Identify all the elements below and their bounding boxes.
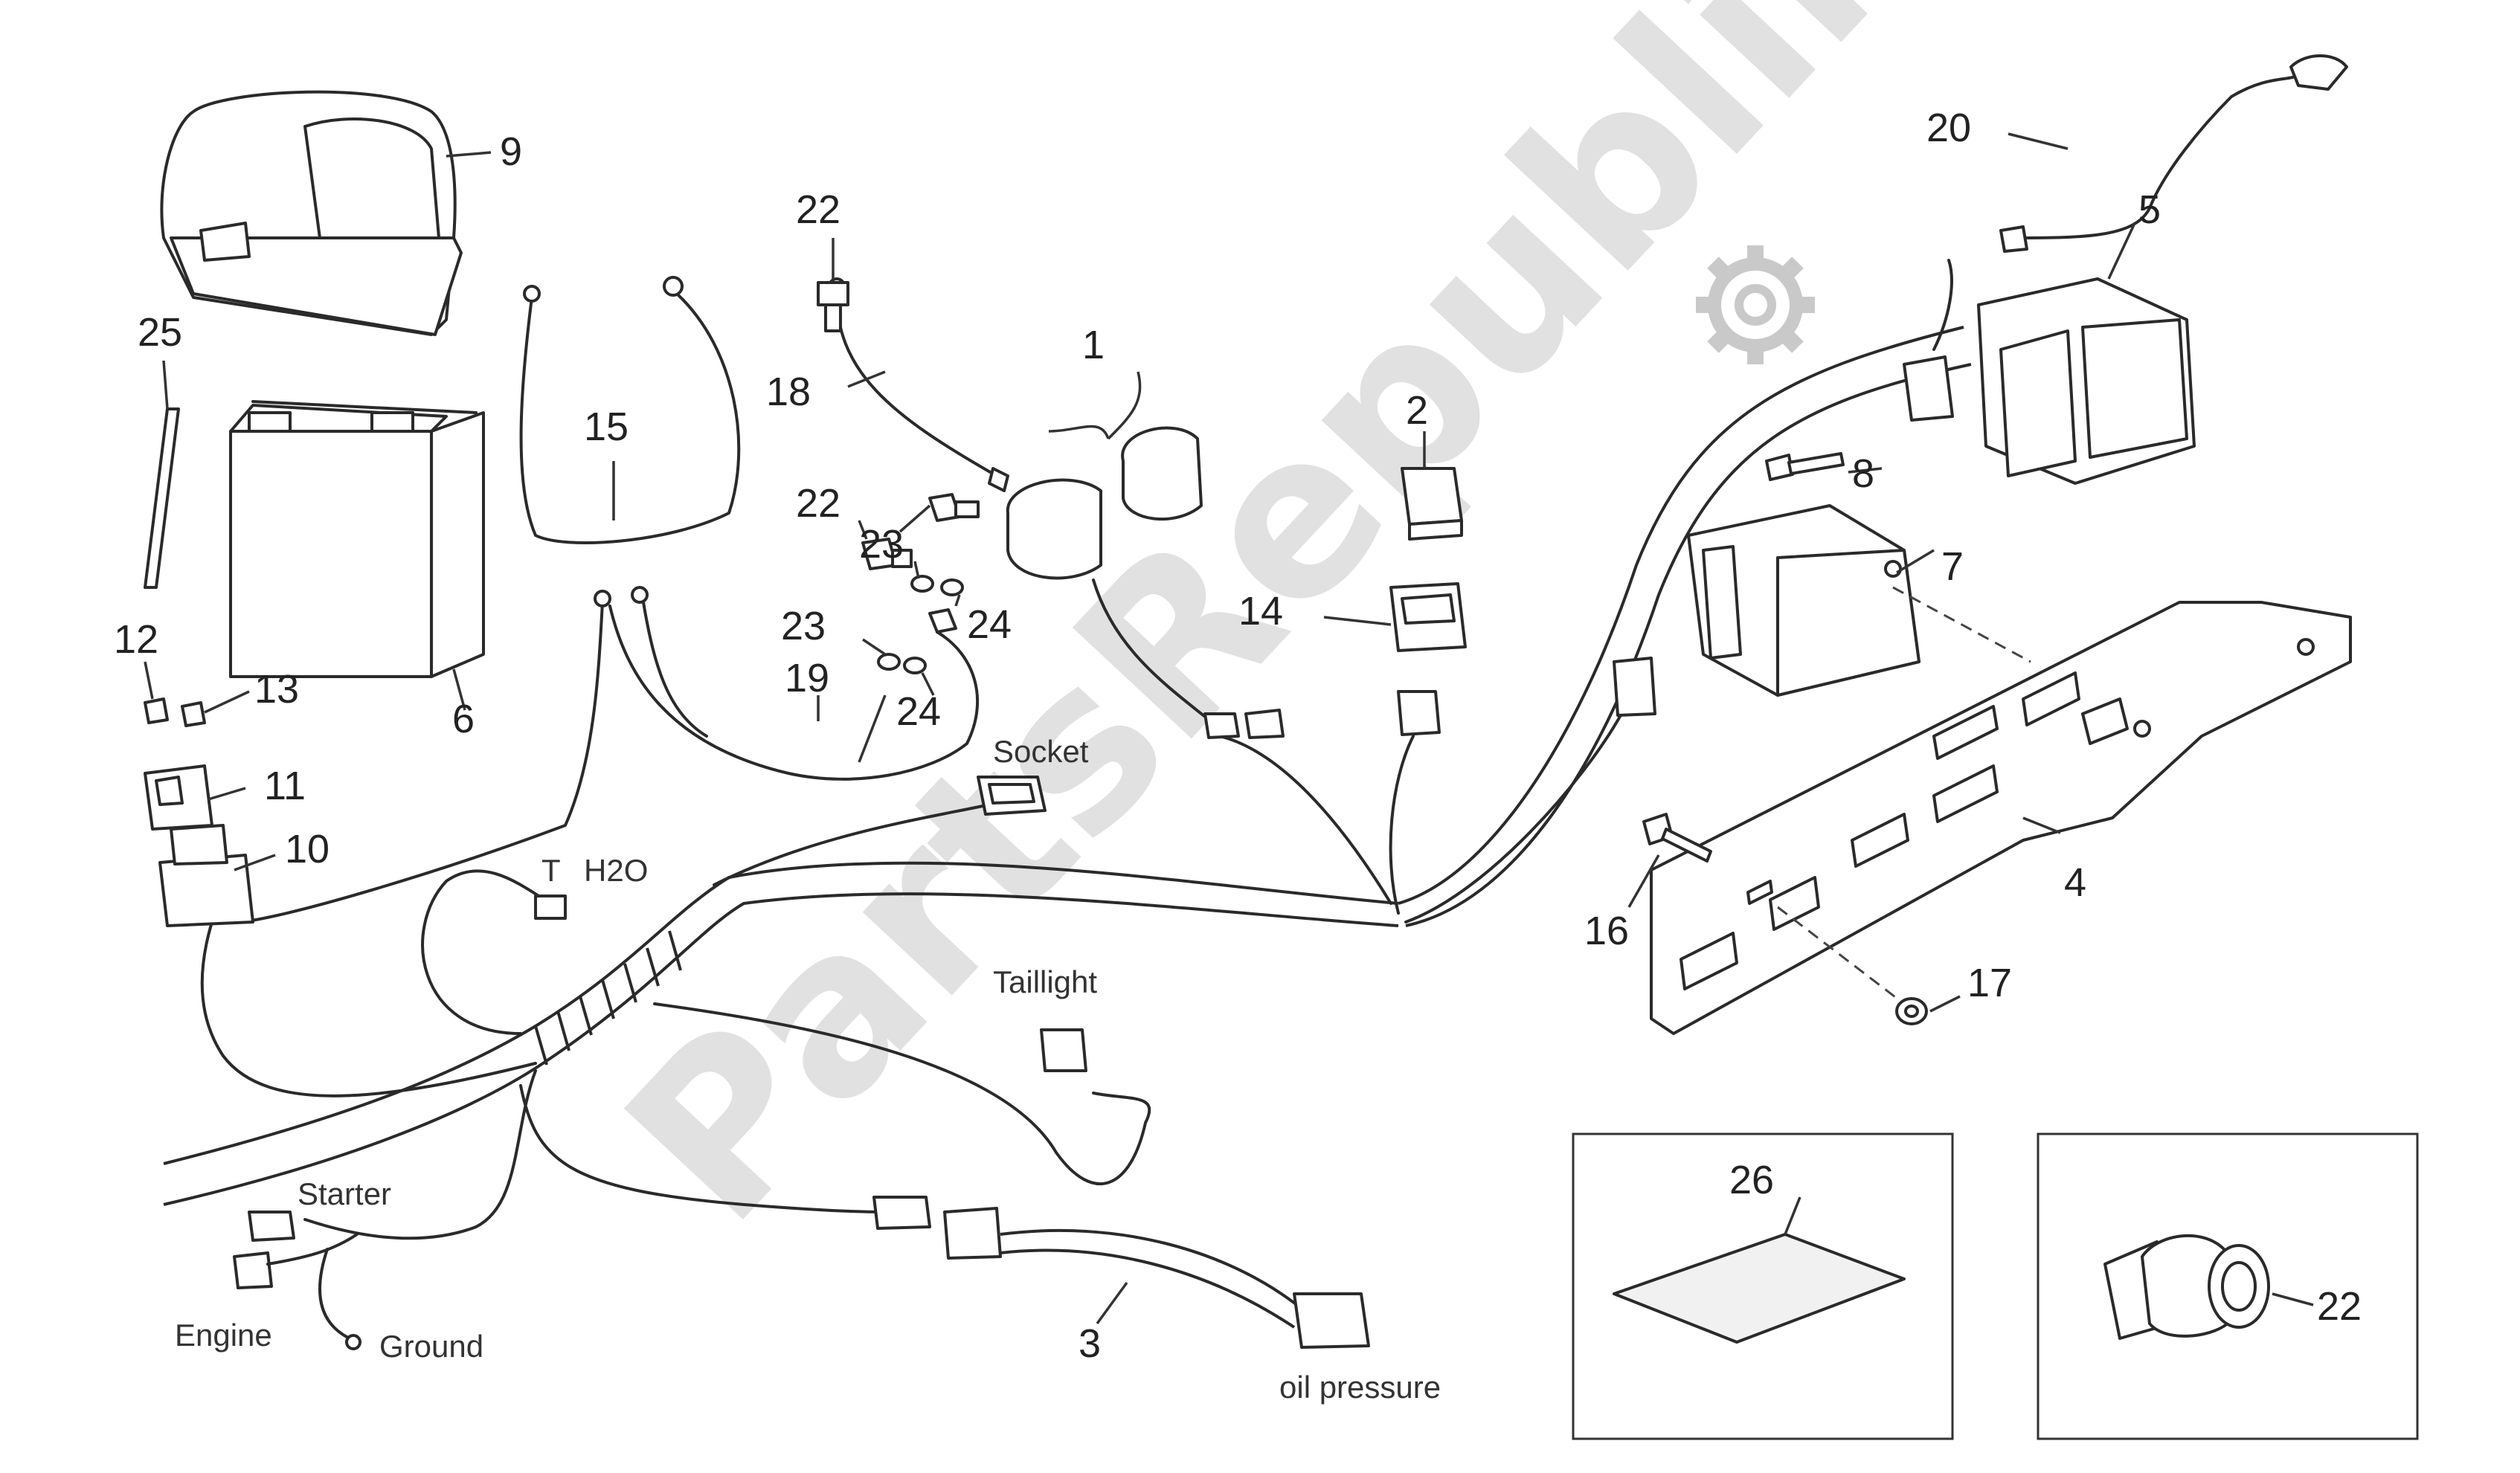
callout-11: 11 — [264, 764, 306, 808]
taillight-branch — [653, 1002, 1151, 1185]
regulator-lead — [1932, 259, 1953, 351]
part-26-box — [1572, 1132, 1954, 1440]
leader-lines — [144, 132, 2314, 1325]
part-3-oil-pressure-cable — [872, 1196, 1370, 1349]
callout-3: 3 — [1079, 1321, 1101, 1366]
part-22-bolt-mid — [861, 538, 913, 570]
watermark-gear-icon — [1696, 245, 1815, 364]
callout-22-box: 22 — [2317, 1284, 2362, 1329]
label-ground: Ground — [379, 1329, 483, 1364]
callout-23-a: 23 — [859, 522, 904, 567]
socket-branch — [713, 776, 1047, 886]
part-19-cable — [594, 586, 979, 781]
part-9-battery-cover — [160, 90, 463, 336]
part-22-power-socket — [2103, 1234, 2270, 1340]
part-22-bolt-top — [817, 281, 849, 332]
part-24-nut-b — [903, 657, 927, 674]
label-t: T — [541, 853, 561, 888]
part-1-starter-relay — [1006, 426, 1285, 739]
part-23-washer-a — [910, 575, 934, 593]
label-oil-pressure: oil pressure — [1279, 1370, 1441, 1405]
callout-1: 1 — [1082, 323, 1105, 367]
callout-13: 13 — [254, 667, 299, 712]
callout-5: 5 — [2138, 187, 2161, 232]
callout-7: 7 — [1941, 544, 1964, 589]
label-engine: Engine — [175, 1318, 272, 1353]
callout-8: 8 — [1852, 451, 1874, 496]
callout-19: 19 — [785, 656, 829, 700]
callout-26: 26 — [1729, 1158, 1774, 1202]
nut-alignment-line — [1777, 906, 1905, 1005]
callout-12: 12 — [114, 617, 158, 662]
part-18-cable — [828, 277, 1009, 492]
part-15-battery-cable — [519, 276, 741, 544]
part-23-washer-b — [877, 653, 901, 671]
callout-numbers: 9 25 12 13 11 10 6 15 22 18 22 23 24 23 … — [114, 106, 2362, 1366]
callout-20: 20 — [1926, 106, 1971, 150]
part-11-fuse-holder-cover — [144, 764, 213, 831]
label-taillight: Taillight — [993, 964, 1097, 999]
callout-24-a: 24 — [967, 602, 1012, 647]
part-6-battery — [229, 400, 485, 678]
callout-22-mid: 22 — [796, 481, 840, 526]
engine-branch — [233, 1069, 887, 1350]
part-12-fuse — [144, 697, 169, 724]
part-13-fuse — [181, 701, 206, 727]
part-20-cable — [1999, 54, 2348, 253]
callout-9: 9 — [500, 129, 522, 174]
label-h2o: H2O — [584, 853, 648, 888]
part-2-relay — [1401, 467, 1463, 541]
control-unit-connector — [1613, 657, 1656, 717]
callout-10: 10 — [285, 827, 330, 871]
battery-connector-branch — [200, 601, 604, 1098]
callout-25: 25 — [138, 310, 182, 355]
callout-17: 17 — [1967, 961, 2012, 1005]
callout-16: 16 — [1584, 909, 1629, 953]
part-22-bolt-relay — [928, 493, 980, 522]
part-14-relay-socket — [1389, 582, 1467, 652]
part-5-voltage-regulator — [1977, 277, 2196, 485]
part-25-vent-tube — [144, 407, 180, 589]
part-4-mounting-plate — [1650, 601, 2352, 1035]
h2o-sensor-branch — [421, 869, 567, 1035]
callout-24-b: 24 — [896, 689, 941, 734]
callout-2: 2 — [1406, 388, 1428, 433]
relay-harness-connector — [1397, 690, 1441, 736]
callout-23-b: 23 — [781, 604, 826, 648]
callout-15: 15 — [584, 404, 629, 449]
part-24-nut-a — [940, 578, 964, 596]
part-8-screw — [1765, 452, 1845, 481]
part-16-screw — [1642, 813, 1712, 863]
part-22-socket-box — [2037, 1132, 2419, 1440]
regulator-harness-connector — [1903, 355, 1954, 422]
part-17-nut — [1895, 997, 1928, 1025]
callout-18: 18 — [766, 370, 811, 414]
label-socket: Socket — [993, 734, 1089, 769]
callout-6: 6 — [452, 697, 475, 741]
part-7-control-unit — [1687, 504, 1920, 697]
callout-22-top: 22 — [796, 187, 840, 232]
callout-14: 14 — [1238, 589, 1283, 634]
mounting-alignment-line — [1892, 586, 2031, 663]
part-10-fuse-holder — [158, 824, 254, 927]
part-26-pad — [1613, 1233, 1906, 1344]
wire-labels: Socket T H2O Taillight Starter Engine Gr… — [175, 734, 1441, 1405]
callout-4: 4 — [2064, 860, 2086, 905]
label-starter: Starter — [298, 1176, 391, 1211]
